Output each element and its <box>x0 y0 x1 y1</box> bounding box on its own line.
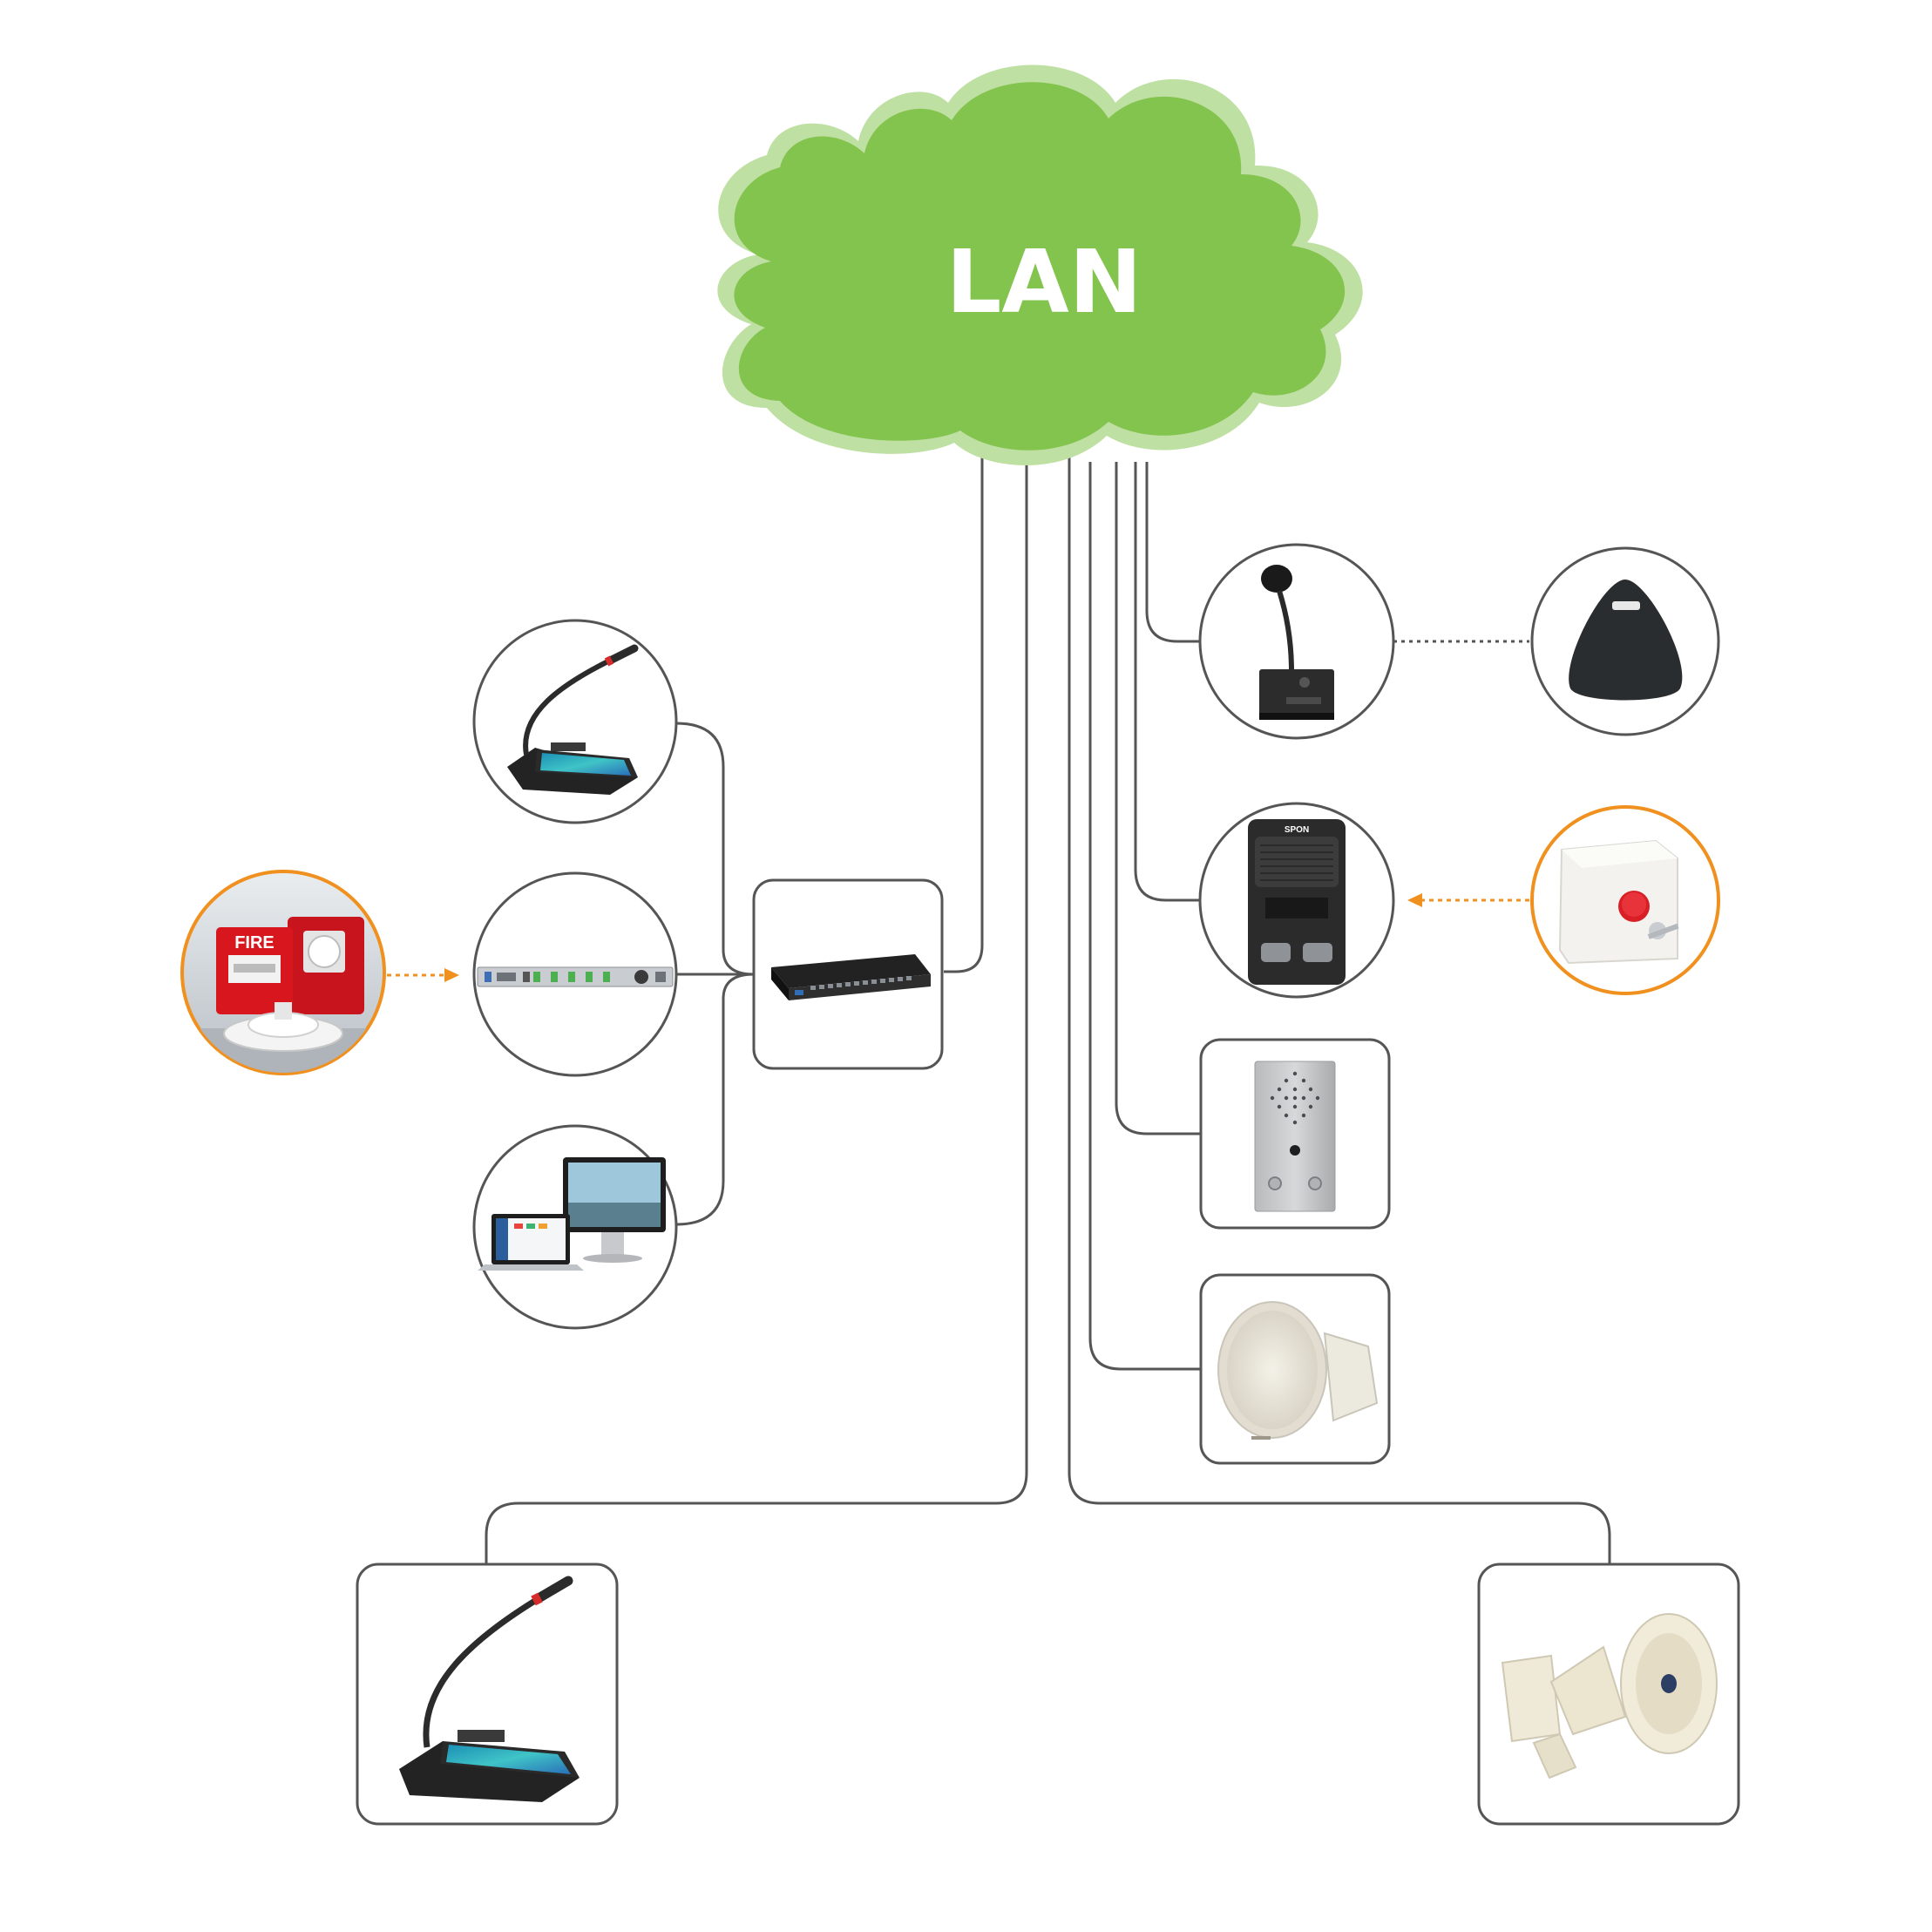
touchscreen-paging-station-node[interactable] <box>356 1563 619 1826</box>
desktop-paging-console-node[interactable] <box>472 619 678 824</box>
wire-lan-to-touchscreen-station <box>485 449 1028 1564</box>
ceiling-pickup-microphone-node[interactable] <box>1530 546 1720 736</box>
emergency-button-node[interactable] <box>1530 805 1720 995</box>
lan-cloud-body <box>734 82 1346 451</box>
wire-lan-to-intercom-panel <box>1134 462 1201 902</box>
horn-speaker-node[interactable] <box>1477 1563 1740 1826</box>
gooseneck-microphone-icon <box>1259 565 1334 720</box>
connection-wires <box>485 436 1611 1564</box>
wire-lan-to-switch <box>944 436 984 973</box>
arrow-head-fire <box>444 968 459 982</box>
fire-alarm-system-node[interactable]: FIRE <box>180 870 392 1089</box>
arrow-head-button <box>1407 893 1422 907</box>
horn-speaker-icon <box>1501 1613 1718 1779</box>
wire-switch-to-software <box>675 973 755 1226</box>
microphone-console-icon <box>507 644 639 795</box>
microphone-console-icon <box>399 1576 580 1802</box>
ceiling-speaker-node[interactable] <box>1199 1273 1391 1465</box>
poe-network-switch-node[interactable] <box>752 878 944 1070</box>
lan-label: LAN <box>946 231 1142 333</box>
paging-microphone-node[interactable] <box>1198 543 1395 740</box>
fire-panel-label: FIRE <box>234 933 275 952</box>
wire-lan-to-help-point <box>1115 462 1201 1135</box>
emergency-button-icon <box>1558 839 1679 965</box>
intercom-panel-icon: SPON <box>1248 819 1346 985</box>
ceiling-speaker-icon <box>1217 1301 1379 1440</box>
ip-intercom-panel-node[interactable]: SPON <box>1198 802 1395 999</box>
lan-cloud: LAN <box>717 64 1363 465</box>
wire-lan-to-horn-speaker <box>1068 458 1611 1564</box>
node-frame <box>1198 543 1395 740</box>
wire-lan-to-ceiling-speaker <box>1088 462 1201 1371</box>
wire-lan-to-paging-microphone <box>1145 462 1201 643</box>
pickup-microphone-icon <box>1569 580 1683 701</box>
help-point-icon <box>1254 1061 1336 1212</box>
network-switch-icon <box>771 954 931 1000</box>
intercom-brand-label: SPON <box>1285 825 1309 835</box>
management-software-node[interactable] <box>472 1124 678 1330</box>
rack-unit-icon <box>477 966 674 987</box>
computer-icon <box>478 1157 666 1271</box>
audio-io-processor-node[interactable] <box>472 871 678 1077</box>
input-arrows <box>387 893 1529 982</box>
vandal-proof-intercom-node[interactable] <box>1199 1038 1391 1230</box>
wire-switch-to-console <box>675 722 755 976</box>
